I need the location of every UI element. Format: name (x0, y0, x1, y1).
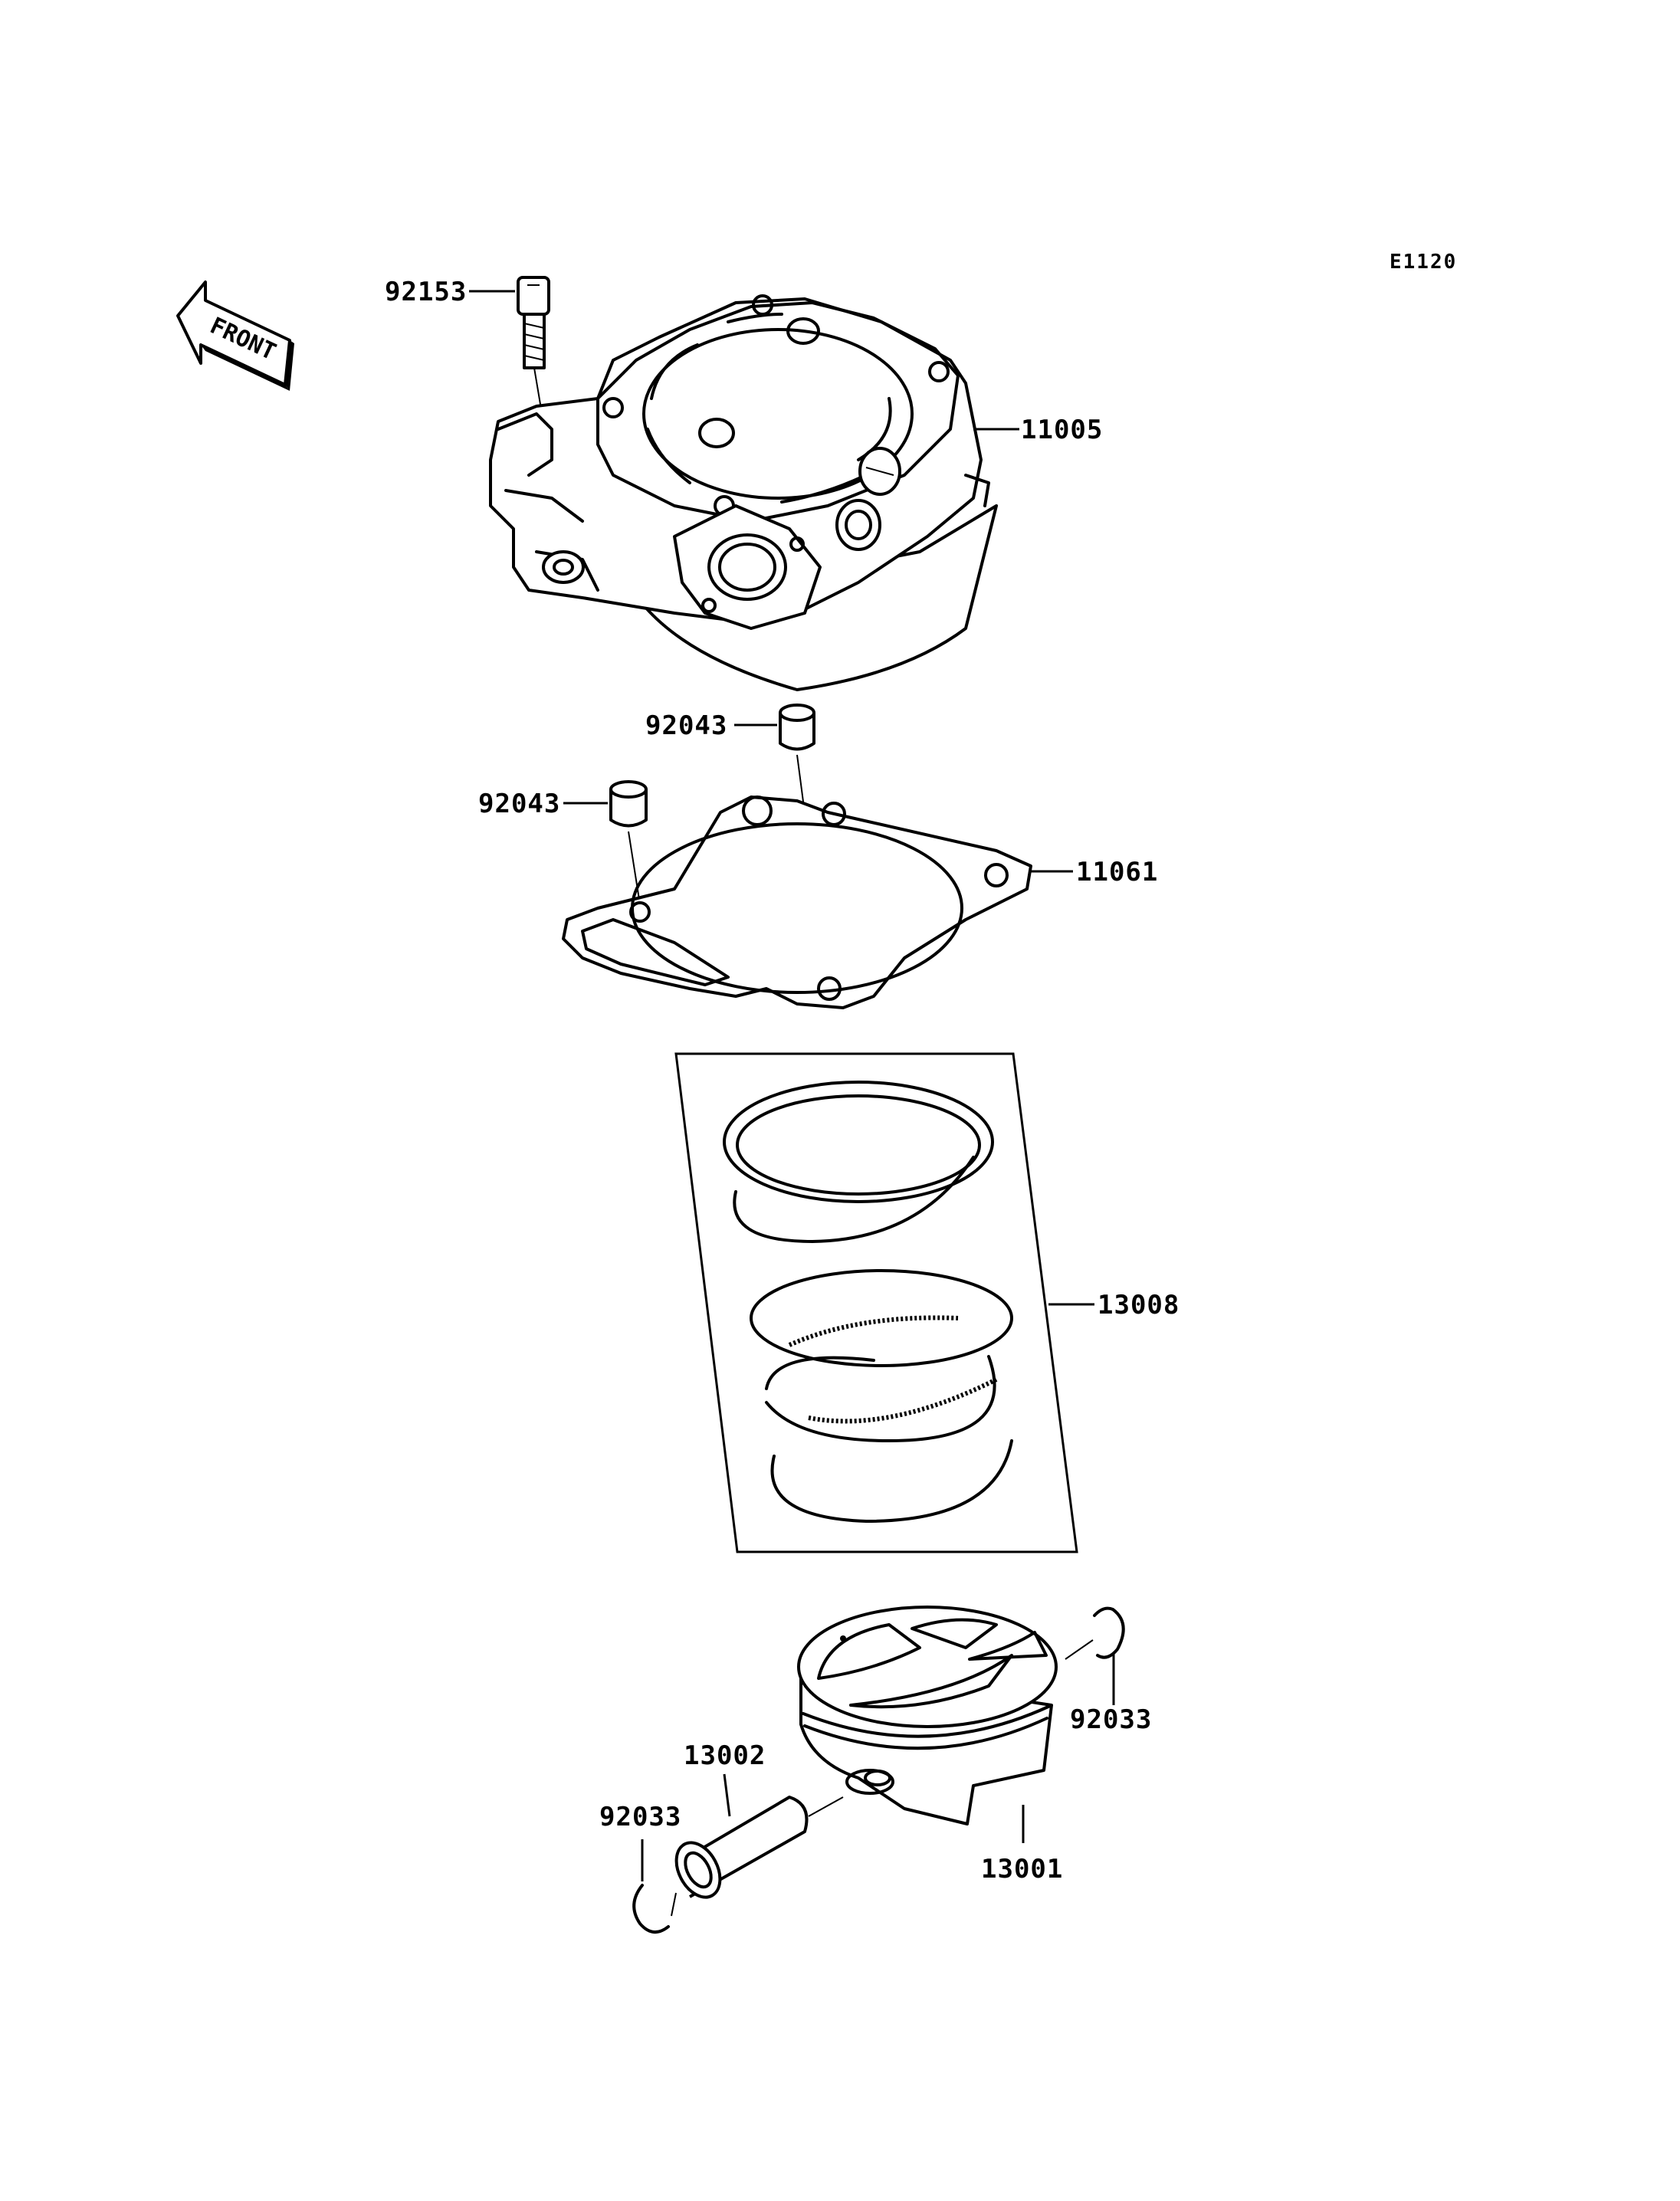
reference-code: E1120 (1390, 251, 1457, 274)
part-label-92153: 92153 (385, 277, 467, 307)
front-arrow-icon: FRONT (176, 280, 294, 391)
circlip-92033-left (632, 1884, 677, 1934)
leader-13002 (723, 1773, 731, 1817)
part-label-11061: 11061 (1076, 857, 1158, 887)
dowel-pin-92043-left (609, 780, 648, 905)
part-label-92043-right: 92043 (645, 710, 727, 741)
part-label-92033-left: 92033 (599, 1802, 681, 1832)
dowel-pin-92043-right (779, 704, 829, 989)
part-label-92033-right: 92033 (1070, 1704, 1152, 1735)
ring-set-13008 (674, 1052, 1078, 1553)
piston-13001 (797, 1606, 1058, 1825)
piston-pin-13002 (674, 1796, 844, 1899)
part-label-13008: 13008 (1098, 1290, 1180, 1320)
cylinder-11005 (489, 294, 998, 691)
part-label-13002: 13002 (684, 1740, 766, 1771)
part-label-92043-left: 92043 (478, 789, 560, 819)
part-label-13001: 13001 (981, 1854, 1063, 1884)
gasket-11061 (562, 795, 1032, 1009)
circlip-92033-right (1065, 1606, 1125, 1660)
part-label-11005: 11005 (1021, 415, 1103, 445)
